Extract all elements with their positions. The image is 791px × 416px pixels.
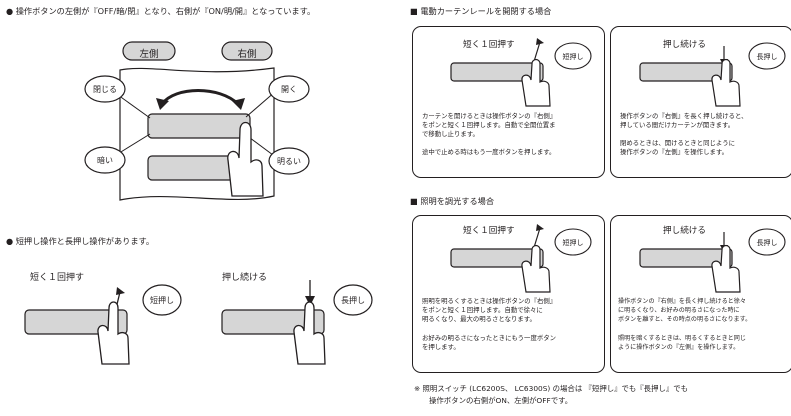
curtain-illustrations (450, 38, 786, 107)
left-short-caption: 短く１回押す (30, 273, 85, 283)
lighting-long-bubble: 長押し (756, 239, 778, 247)
left-short-bubble: 短押し (150, 296, 174, 305)
curtain-heading: ■ 電動カーテンレールを開閉する場合 (410, 6, 552, 16)
ops-heading: ● 短押し操作と長押し操作があります。 (6, 236, 155, 246)
lighting-short-text-2: をポンと短く１回押します。自動で徐々に (422, 306, 543, 314)
left-long-caption: 押し続ける (222, 273, 268, 283)
curtain-long-bubble: 長押し (756, 53, 778, 61)
lighting-long-text-4: 照明を暗くするときは、明るくするときと同じ (618, 335, 746, 342)
left-long-bubble: 長押し (341, 296, 365, 305)
lighting-short-caption: 短く１回押す (463, 226, 515, 236)
curtain-short-text-3: で移動し止ります。 (422, 130, 479, 138)
lighting-short-bubble: 短押し (562, 239, 584, 247)
close-bubble: 閉じる (93, 85, 117, 94)
curtain-short-caption: 短く１回押す (463, 40, 515, 50)
curtain-short-text-4: 途中で止める時はもう一度ボタンを押します。 (422, 148, 556, 156)
switch-illustration (84, 41, 310, 201)
dark-bubble: 暗い (97, 156, 113, 165)
lighting-heading: ■ 照明を調光する場合 (410, 196, 495, 206)
curtain-long-text-4: 操作ボタンの『左側』を操作します。 (620, 148, 728, 156)
lighting-long-text-5: ように操作ボタンの『左側』を操作します。 (618, 344, 740, 351)
short-long-illustration (24, 280, 373, 365)
footnote-line-2: 操作ボタンの右側がON、左側がOFFです。 (429, 396, 573, 405)
footnote-line-1: ※ 照明スイッチ (LC6200S、 LC6300S) の場合は 『短押し』でも… (414, 384, 689, 393)
lighting-long-text-3: ボタンを離すと、その時点の明るさになります。 (618, 316, 752, 323)
open-bubble: 開く (281, 85, 297, 94)
lighting-short-text-4: お好みの明るさになったときにもう一度ボタン (422, 334, 557, 342)
lighting-long-text-2: に明るくなり、お好みの明るさになった時に (618, 307, 740, 314)
right-side-label: 右側 (237, 49, 257, 60)
curtain-long-text-3: 閉めるときは、開けるときと同じように (620, 139, 736, 147)
intro-text: ● 操作ボタンの左側が『OFF/暗/閉』となり、右側が『ON/明/開』となってい… (6, 6, 316, 16)
lighting-short-text-5: を押します。 (422, 343, 460, 351)
lighting-short-text-1: 照明を明るくするときは操作ボタンの『右側』 (422, 297, 557, 305)
curtain-short-text-1: カーテンを開けるときは操作ボタンの『右側』 (422, 112, 557, 120)
lighting-long-text-1: 操作ボタンの『右側』を長く押し続けると徐々 (618, 298, 746, 305)
curtain-short-bubble: 短押し (562, 53, 584, 61)
curtain-long-text-2: 押している間だけカーテンが開きます。 (620, 121, 735, 129)
left-side-label: 左側 (139, 49, 159, 60)
lighting-long-caption: 押し続ける (663, 226, 706, 236)
curtain-long-text-1: 操作ボタンの『右側』を長く押し続けると、 (620, 112, 748, 120)
bright-bubble: 明るい (277, 157, 301, 166)
curtain-long-caption: 押し続ける (663, 40, 706, 50)
lighting-short-text-3: 明るくなり、最大の明るさとなります。 (422, 315, 536, 323)
curtain-short-text-2: をポンと短く１回押します。自動で全開位置ま (422, 121, 556, 129)
